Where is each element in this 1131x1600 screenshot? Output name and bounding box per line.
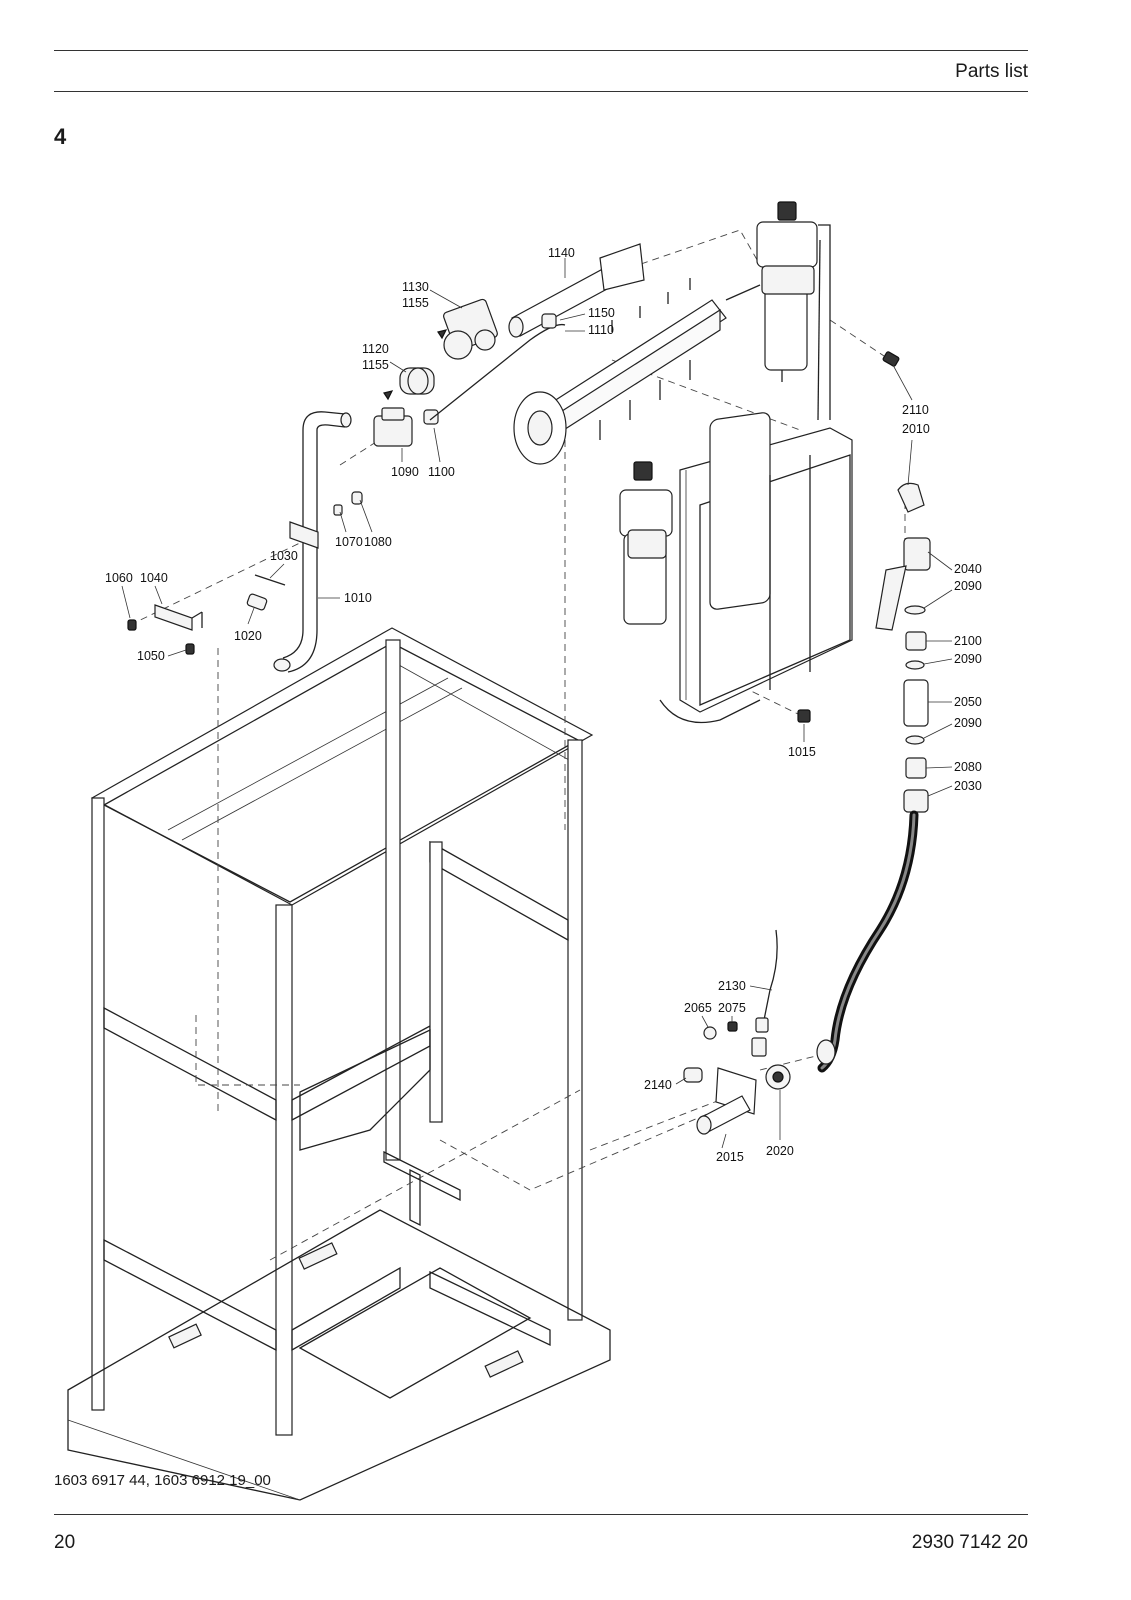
callout-1040: 1040	[140, 571, 168, 585]
callouts: 1140 1130 1155 1150 1110 1120 1155 1090 …	[105, 246, 982, 1164]
dryer-block	[619, 412, 853, 724]
callout-1030: 1030	[270, 549, 298, 563]
section-number: 4	[54, 124, 67, 149]
callout-1010: 1010	[344, 591, 372, 605]
callout-2065: 2065	[684, 1001, 712, 1015]
lower-assembly	[683, 929, 791, 1135]
tube-1140	[508, 243, 645, 338]
callout-2075: 2075	[718, 1001, 746, 1015]
callout-2090-c: 2090	[954, 716, 982, 730]
header-rule-top	[54, 50, 1028, 51]
callout-1020: 1020	[234, 629, 262, 643]
callout-2020: 2020	[766, 1144, 794, 1158]
callout-2090-a: 2090	[954, 579, 982, 593]
upper-filter	[756, 201, 831, 421]
figure-caption: 1603 6917 44, 1603 6912 19_00	[54, 1472, 271, 1489]
right-fittings	[882, 351, 925, 513]
hose-2030	[816, 810, 919, 1073]
callout-1110: 1110	[588, 323, 614, 337]
header-rule-bottom	[54, 91, 1028, 92]
callout-2140: 2140	[644, 1078, 672, 1092]
callout-1155-b: 1155	[362, 358, 389, 372]
callout-2130: 2130	[718, 979, 746, 993]
callout-1150: 1150	[588, 306, 615, 320]
callout-1120: 1120	[362, 342, 389, 356]
footer-rule	[54, 1514, 1028, 1515]
header-title: Parts list	[955, 61, 1028, 82]
callout-1155-a: 1155	[402, 296, 429, 310]
assembly-lines	[129, 229, 906, 1261]
callout-2030: 2030	[954, 779, 982, 793]
callout-2050: 2050	[954, 695, 982, 709]
callout-2040: 2040	[954, 562, 982, 576]
small-parts-left	[127, 491, 363, 655]
callout-2080: 2080	[954, 760, 982, 774]
manifold	[513, 278, 761, 465]
frame	[67, 627, 611, 1501]
callout-1015: 1015	[788, 745, 816, 759]
pipe-1010	[273, 411, 352, 673]
valve-cluster	[373, 298, 566, 447]
callout-2010: 2010	[902, 422, 930, 436]
callout-2090-b: 2090	[954, 652, 982, 666]
callout-1130: 1130	[402, 280, 429, 294]
callout-1140: 1140	[548, 246, 575, 260]
callout-1050: 1050	[137, 649, 165, 663]
callout-1060: 1060	[105, 571, 133, 585]
document-number: 2930 7142 20	[911, 1532, 1028, 1553]
fitting-stack	[875, 537, 931, 813]
callout-2110: 2110	[902, 403, 929, 417]
callout-2100: 2100	[954, 634, 982, 648]
callout-1080: 1080	[364, 535, 392, 549]
callout-1100: 1100	[428, 465, 455, 479]
callout-1070: 1070	[335, 535, 363, 549]
callout-1090: 1090	[391, 465, 419, 479]
page-number: 20	[54, 1532, 76, 1553]
callout-2015: 2015	[716, 1150, 744, 1164]
